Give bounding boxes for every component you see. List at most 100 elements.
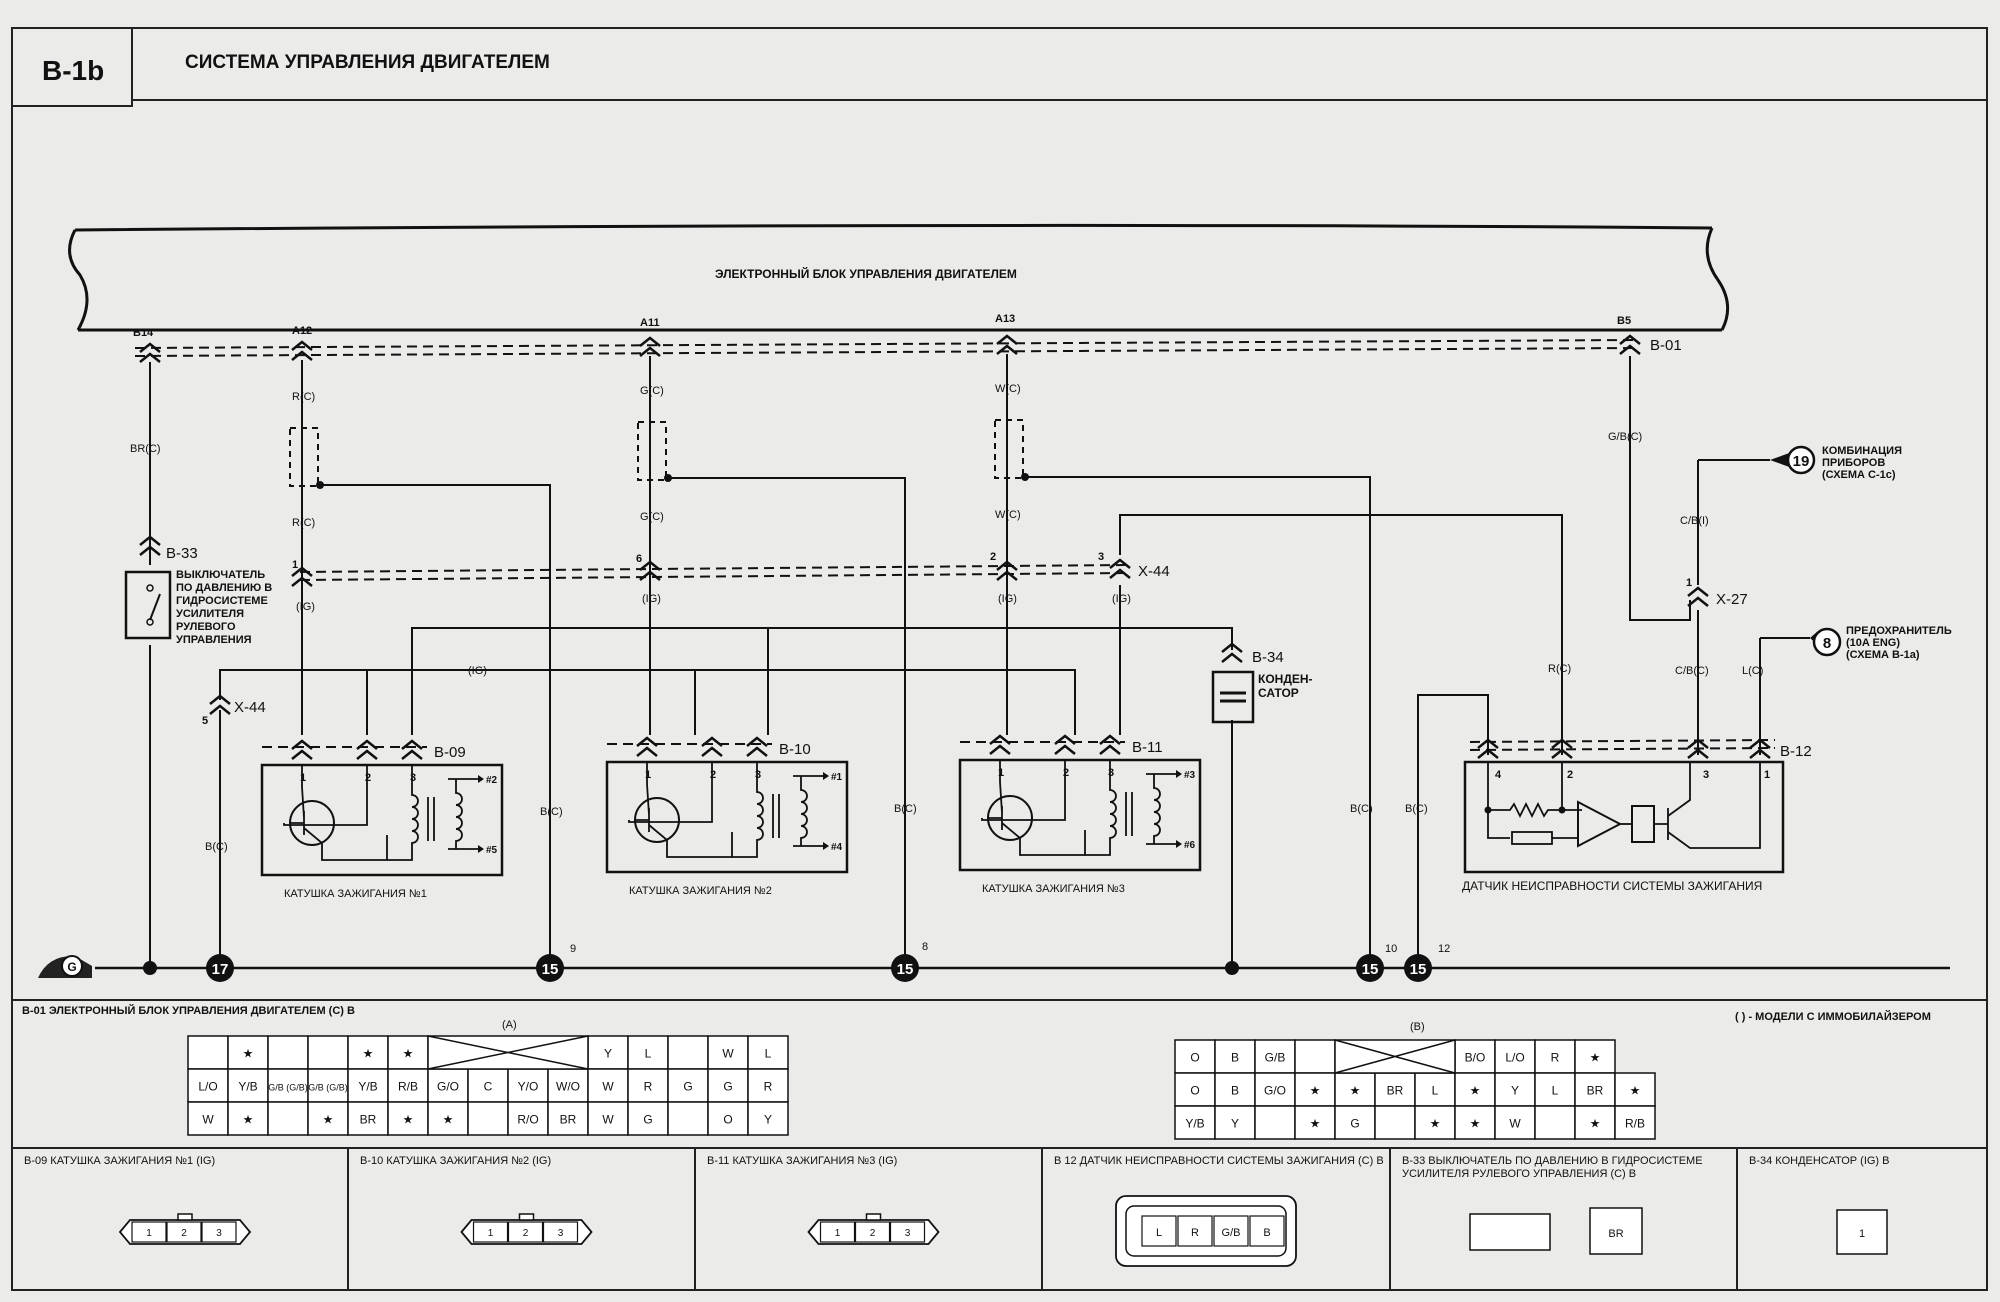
connector-b-cell-value: L/O xyxy=(1505,1051,1524,1065)
connector-a-cell xyxy=(387,1101,429,1136)
coil-3-output-1: #3 xyxy=(1184,770,1196,781)
connector-b-cell xyxy=(1414,1072,1456,1107)
connector-a-cell xyxy=(627,1101,669,1136)
pinout-b-label: (B) xyxy=(1410,1021,1425,1033)
connector-b-cell-value: B/O xyxy=(1465,1051,1486,1065)
wire-label-r-sensor: R(C) xyxy=(1548,663,1571,675)
wire-a13-shield-drain xyxy=(1025,476,1371,965)
wire-label-b-3: B(C) xyxy=(1350,803,1373,815)
b12-junction-1 xyxy=(1484,806,1492,814)
wire-a11-shield-drain xyxy=(668,477,906,965)
ref19-line-1: КОМБИНАЦИЯ xyxy=(1822,445,1902,457)
ground-15-d-label: 15 xyxy=(1410,961,1427,978)
header-title: СИСТЕМА УПРАВЛЕНИЯ ДВИГАТЕЛЕМ xyxy=(185,52,550,73)
ref8-line-3: (СХЕМА B-1a) xyxy=(1846,649,1920,661)
coil-3-terminal-3 xyxy=(1099,734,1121,755)
wire-labels: BR(C) R(C) R(C) (IG) G(C) G(C) (IG) W(C)… xyxy=(130,383,1763,853)
connector-a-cell-value: Y xyxy=(604,1047,612,1061)
connector-b-cell xyxy=(1454,1105,1496,1140)
shield-a13 xyxy=(994,419,1024,479)
bottom-panel-1-pin: 3 xyxy=(216,1228,222,1239)
connector-a-cell-value: W xyxy=(722,1047,734,1061)
b33-desc-5: РУЛЕВОГО xyxy=(176,621,236,633)
bottom-panel-3-title: B-11 КАТУШКА ЗАЖИГАНИЯ №3 (IG) xyxy=(707,1155,897,1167)
b12-sensor-label: ДАТЧИК НЕИСПРАВНОСТИ СИСТЕМЫ ЗАЖИГАНИЯ xyxy=(1462,879,1762,893)
bottom-panel-4-pin-box xyxy=(1249,1215,1285,1247)
connector-a-key-cross xyxy=(427,1035,589,1070)
ground-15-c-pin: 10 xyxy=(1385,943,1397,955)
connector-a-cell xyxy=(187,1068,229,1103)
wire-label-gb-c: C/B(C) xyxy=(1675,665,1709,677)
connector-b-cell xyxy=(1214,1105,1256,1140)
wire-sensor-pin4-ground xyxy=(1417,694,1489,965)
bottom-panel-4-pin-box xyxy=(1141,1215,1177,1247)
wire-label-l: L(C) xyxy=(1742,665,1763,677)
bottom-panel-3-pin-box xyxy=(854,1221,891,1243)
wire-label-b-5: B(C) xyxy=(205,841,228,853)
bottom-panel-5-housing xyxy=(1469,1213,1551,1251)
wire-a12-shield-drain xyxy=(320,484,551,965)
coil-1-connector-label: B-09 xyxy=(434,744,466,761)
b33-contact-top xyxy=(146,584,154,592)
connector-a-cell-value: R/O xyxy=(517,1113,538,1127)
connector-a-cell-value: R xyxy=(644,1080,653,1094)
b12-dash-top xyxy=(1469,739,1776,743)
b33-label: B-33 xyxy=(166,545,198,562)
b12-pin-1: 1 xyxy=(1764,769,1770,781)
connector-b-cell-value: O xyxy=(1190,1084,1199,1098)
x44-terminal-5 xyxy=(209,694,231,715)
ground-15-a-pin: 9 xyxy=(570,943,576,955)
bottom-panel-4-title: B 12 ДАТЧИК НЕИСПРАВНОСТИ СИСТЕМЫ ЗАЖИГА… xyxy=(1054,1155,1384,1167)
page-frame xyxy=(11,27,1988,1291)
coil-1-pin-3: 3 xyxy=(410,772,416,784)
bottom-panel-1-pin: 1 xyxy=(146,1228,152,1239)
connector-b-cell xyxy=(1374,1105,1416,1140)
connector-a-cell-value: ★ xyxy=(243,1113,254,1127)
ground-15-d-pin: 12 xyxy=(1438,943,1450,955)
connector-b-cell-value: W xyxy=(1509,1117,1521,1131)
ground-15-c-label: 15 xyxy=(1362,961,1379,978)
connector-b-cell xyxy=(1534,1072,1576,1107)
page-header: B-1b СИСТЕМА УПРАВЛЕНИЯ ДВИГАТЕЛЕМ xyxy=(11,27,1987,107)
bottom-panel-6-pin: 1 xyxy=(1859,1228,1865,1240)
ecu-terminal-b5 xyxy=(1619,334,1641,355)
x44-label: X-44 xyxy=(1138,563,1170,580)
connector-a-cell xyxy=(427,1101,469,1136)
connector-a-cell xyxy=(467,1101,509,1136)
wire-label-g-mid: G(C) xyxy=(640,511,664,523)
connector-b-cell xyxy=(1294,1105,1336,1140)
junction-shield-a13 xyxy=(1021,473,1029,481)
connector-b-cell-value: B xyxy=(1231,1084,1239,1098)
coil-2-connector-label: B-10 xyxy=(779,741,811,758)
connector-a-cell-value: G xyxy=(723,1080,732,1094)
coil-2-secondary-leads xyxy=(793,775,827,847)
b33-desc-1: ВЫКЛЮЧАТЕЛЬ xyxy=(176,569,265,581)
connector-a-cell-value: ★ xyxy=(443,1113,454,1127)
wire-label-ig-3: (IG) xyxy=(998,593,1017,605)
b12-pin-4: 4 xyxy=(1495,769,1502,781)
coil-2-pin-1: 1 xyxy=(645,769,651,781)
connector-b-cell xyxy=(1294,1039,1336,1074)
b12-label: B-12 xyxy=(1780,743,1812,760)
bottom-panel-5-title: УСИЛИТЕЛЯ РУЛЕВОГО УПРАВЛЕНИЯ (C) B xyxy=(1402,1168,1636,1180)
connector-b-cell xyxy=(1574,1039,1616,1074)
coil-1-output-2: #5 xyxy=(486,845,498,856)
wire-label-b-4: B(C) xyxy=(1405,803,1428,815)
junction-shield-a12 xyxy=(316,481,324,489)
connector-a-cell xyxy=(187,1101,229,1136)
connector-a-cell-value: W/O xyxy=(556,1080,580,1094)
connector-a-cell xyxy=(187,1035,229,1070)
ecu-pin-a11: A11 xyxy=(640,317,660,329)
ground-15-b-pin: 8 xyxy=(922,941,928,953)
bottom-panel-1-title: B-09 КАТУШКА ЗАЖИГАНИЯ №1 (IG) xyxy=(24,1155,215,1167)
x44-terminal-3 xyxy=(1109,558,1131,579)
connector-a-cell xyxy=(347,1101,389,1136)
wire-label-w-mid: W(C) xyxy=(995,509,1021,521)
coil-1-primary-winding xyxy=(387,765,419,861)
bottom-panel-4-pin-box xyxy=(1213,1215,1249,1247)
bottom-panel-4-plug-inner xyxy=(1125,1205,1287,1257)
x44-dash-top xyxy=(299,564,1126,573)
ecu-terminal-a13 xyxy=(996,334,1018,355)
